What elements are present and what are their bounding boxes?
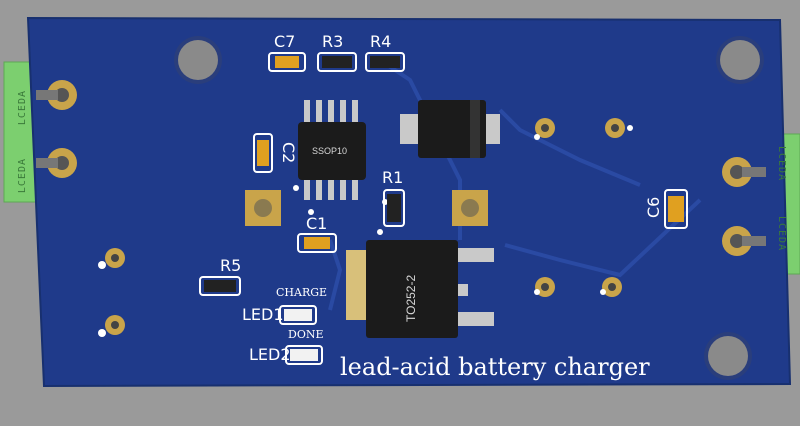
designator-c2: C2 [279,142,298,164]
designator-r4: R4 [370,32,392,51]
vias [98,125,633,337]
right-connector-pads [722,157,766,256]
designator-c6: C6 [644,196,663,218]
designator-led1: LED1 [242,305,284,324]
designator-r1: R1 [382,168,404,187]
right-connector-label-bottom: LCEDA [776,216,787,252]
to252-regulator [346,240,494,338]
left-connector-pads [36,80,77,178]
designator-r5: R5 [220,256,242,275]
charge-label: CHARGE [276,286,328,299]
to252-label: TO252-2 [404,274,418,322]
ssop10-label: SSOP10 [312,146,348,156]
done-label: DONE [288,328,324,341]
left-connector-label-bottom: LCEDA [17,158,28,194]
diode [400,100,500,158]
designator-r3: R3 [322,32,344,51]
designator-c7: C7 [274,32,296,51]
smd-components [199,52,688,365]
ssop10-ic [298,100,366,200]
left-connector-label-top: LCEDA [17,90,28,126]
designator-c1: C1 [306,214,328,233]
mounting-holes [174,36,764,380]
square-pads [245,190,488,226]
right-connector-label-top: LCEDA [776,146,787,182]
board-title: lead-acid battery charger [340,353,650,381]
designator-led2: LED2 [249,345,291,364]
